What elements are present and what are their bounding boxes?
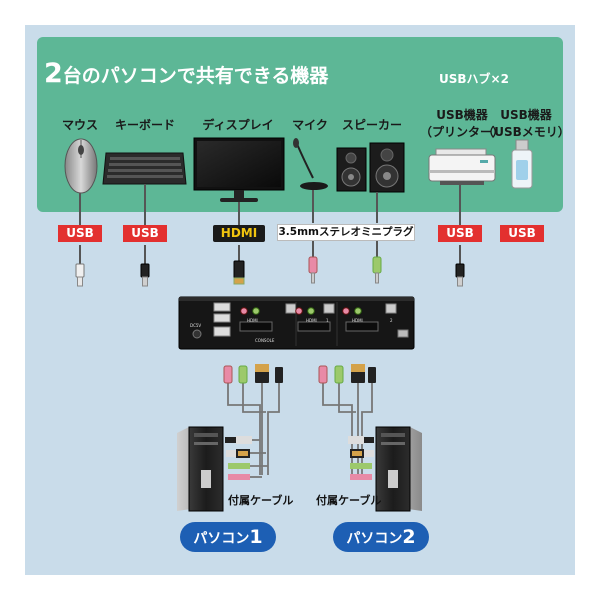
device-label-mic: マイク [292, 118, 328, 132]
pc1-label-pill: パソコン1 [180, 522, 276, 552]
pc2-label-text: パソコン [346, 531, 403, 547]
switch-dc-label: DC5V [190, 323, 202, 328]
device-label-keyboard: キーボード [114, 118, 176, 132]
device-label-usb1-line2: （プリンター） [419, 125, 505, 139]
device-label-display: ディスプレイ [202, 118, 274, 132]
mouse-usb-badge: USB [58, 225, 102, 242]
mic-audio-plug-icon [308, 256, 318, 284]
pc1-label-num: 1 [249, 526, 263, 548]
usb-hub-label: USBハブ×2 [439, 72, 509, 86]
display-hdmi-plug-icon [233, 260, 245, 285]
speaker-icon-right [369, 142, 405, 193]
keyboard-usb-badge: USB [123, 225, 167, 242]
keyboard-icon [102, 152, 187, 185]
memory-usb-badge: USB [500, 225, 544, 242]
pc1-cable-label: 付属ケーブル [228, 494, 294, 507]
speaker-icon-left [336, 147, 367, 192]
upper-cables [79, 184, 461, 265]
printer-usb-plug-icon [455, 263, 465, 287]
device-label-usb1: USB機器 （プリンター） [420, 106, 504, 140]
switch-hdmi-label-2: HDMI [306, 318, 317, 323]
pc2-cable-plugs-top [318, 364, 376, 384]
pc2-cable-label: 付属ケーブル [316, 494, 382, 507]
device-label-mouse: マウス [61, 118, 99, 132]
switch-port2-label: 2 [390, 318, 393, 323]
pc1-label-text: パソコン [193, 531, 250, 547]
page-title: 2台のパソコンで共有できる機器 [44, 58, 329, 89]
speaker-audio-plug-icon [372, 256, 382, 284]
printer-icon [428, 148, 496, 185]
display-hdmi-badge: HDMI [213, 225, 265, 242]
pc2-label-num: 2 [402, 526, 416, 548]
device-label-usb2-line2: （USBメモリ） [482, 125, 570, 139]
switch-port1-label: 1 [326, 318, 329, 323]
microphone-icon [293, 138, 328, 190]
pc2-side-cables [348, 436, 374, 480]
pc1-tower-icon [177, 426, 224, 512]
mouse-icon [64, 138, 98, 194]
switch-hdmi-label-1: HDMI [247, 318, 258, 323]
pc2-tower-icon [375, 426, 422, 512]
device-label-usb2: USB機器 （USBメモリ） [482, 106, 570, 140]
stereo-plug-badge: 3.5mmステレオミニプラグ [277, 224, 415, 241]
device-label-usb2-line1: USB機器 [500, 108, 552, 122]
device-label-speaker: スピーカー [341, 118, 403, 132]
printer-usb-badge: USB [438, 225, 482, 242]
device-label-usb1-line1: USB機器 [436, 108, 488, 122]
usb-memory-icon [511, 139, 533, 189]
pc1-cable-plugs-top [223, 364, 283, 384]
switch-console-label: CONSOLE [255, 338, 275, 343]
pc2-label-pill: パソコン2 [333, 522, 429, 552]
display-icon [193, 137, 285, 202]
switch-hdmi-label-3: HDMI [352, 318, 363, 323]
mouse-usb-plug-icon [75, 263, 85, 287]
kvm-switch-icon [178, 296, 415, 350]
keyboard-usb-plug-icon [140, 263, 150, 287]
pc1-side-cables [225, 436, 252, 480]
